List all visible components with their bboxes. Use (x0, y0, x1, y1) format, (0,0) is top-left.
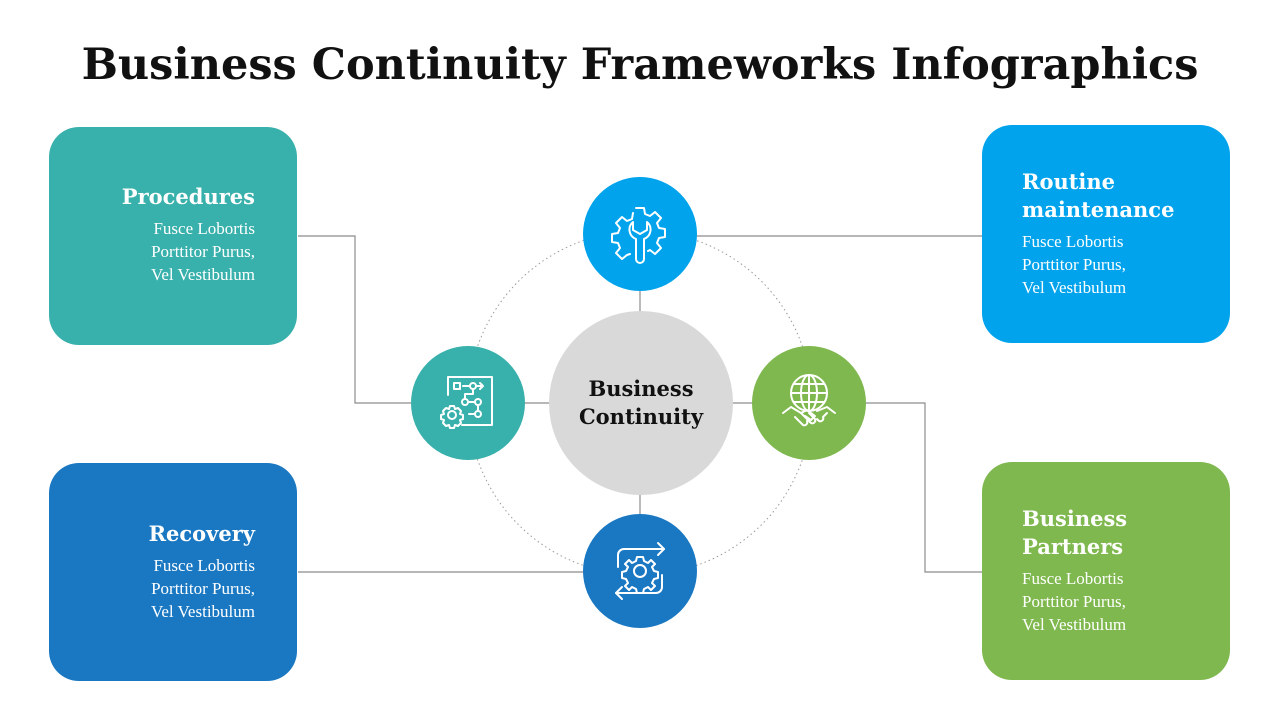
node-top (583, 177, 697, 291)
node-right (752, 346, 866, 460)
card-recovery: Recovery Fusce Lobortis Porttitor Purus,… (49, 463, 297, 681)
card-heading: Procedures (121, 184, 255, 209)
center-hub: Business Continuity (549, 311, 733, 495)
card-body: Fusce Lobortis Porttitor Purus, Vel Vest… (150, 556, 255, 621)
card-heading: Routine maintenance (1022, 169, 1175, 222)
node-left (411, 346, 525, 460)
card-body: Fusce Lobortis Porttitor Purus, Vel Vest… (1022, 232, 1127, 297)
card-business-partners: Business Partners Fusce Lobortis Porttit… (982, 462, 1230, 680)
node-bottom (583, 514, 697, 628)
gear-cycle-arrows-icon (615, 542, 665, 600)
card-body: Fusce Lobortis Porttitor Purus, Vel Vest… (1022, 569, 1127, 634)
workflow-gear-icon (440, 376, 493, 429)
card-body: Fusce Lobortis Porttitor Purus, Vel Vest… (150, 219, 255, 284)
card-procedures: Procedures Fusce Lobortis Porttitor Puru… (49, 127, 297, 345)
card-routine-maintenance: Routine maintenance Fusce Lobortis Portt… (982, 125, 1230, 343)
connector-business-partners (866, 402, 983, 573)
card-heading: Business Partners (1022, 506, 1128, 559)
globe-handshake-icon (782, 374, 836, 427)
page-title: Business Continuity Frameworks Infograph… (81, 40, 1199, 90)
connector-procedures (298, 235, 411, 404)
gear-wrench-icon (611, 207, 666, 264)
card-heading: Recovery (148, 521, 255, 546)
